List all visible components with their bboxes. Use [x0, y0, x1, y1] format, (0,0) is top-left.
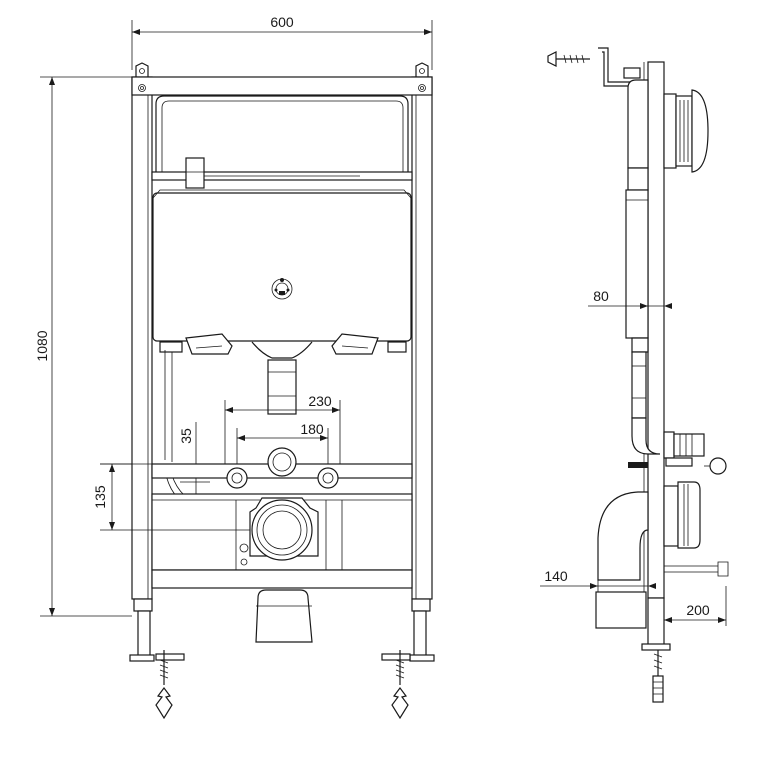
side-waste-connector: [628, 431, 727, 475]
flush-plate-icon: [663, 89, 709, 173]
outlet-height-dimension: 135: [92, 463, 270, 531]
side-view: 80: [540, 47, 729, 703]
leg-right: [409, 598, 435, 662]
anchor-bolt-icon: [381, 650, 411, 720]
outlet-bend: [239, 497, 319, 566]
supply-hose: [164, 350, 237, 523]
anchor-bolt-icon: [155, 650, 185, 720]
height-label: 1080: [34, 330, 50, 361]
width-label: 600: [270, 14, 294, 30]
pan-connector: [255, 589, 313, 643]
waste-inlet-fitting: [267, 447, 297, 477]
waste-height-dimension: 200: [664, 586, 727, 626]
waste-height-label: 200: [686, 602, 710, 618]
cistern-logo-icon: [271, 278, 293, 300]
bottom-rail: [151, 569, 413, 589]
inlet-offset-dimension: 35: [178, 422, 210, 495]
mount-stud-right: [317, 467, 339, 489]
side-flush-pipe: [631, 351, 661, 455]
inlet-offset-label: 35: [178, 428, 194, 444]
bend-depth-dimension: 140: [540, 568, 656, 592]
outlet-spacing-label: 230: [308, 393, 332, 409]
side-pan-bend: [597, 481, 701, 581]
inlet-valve-left: [159, 341, 183, 353]
top-bracket-right: [415, 62, 429, 77]
inlet-spacing-label: 180: [300, 421, 324, 437]
width-dimension: 600: [131, 14, 433, 70]
inlet-spacing-dimension: 180: [236, 421, 329, 470]
side-bend-support: [595, 591, 647, 629]
left-upright: [131, 76, 153, 600]
mount-stud-left: [226, 467, 248, 489]
right-upright: [411, 76, 433, 600]
front-view: 600 1080: [34, 14, 435, 720]
cistern-depth-label: 80: [593, 288, 609, 304]
cistern-foot-right: [331, 333, 379, 355]
side-supply-hose: [664, 561, 729, 577]
side-leg: [641, 597, 671, 703]
cistern-foot-left: [185, 333, 233, 355]
top-bracket-left: [135, 62, 149, 77]
cistern-body: [152, 189, 412, 359]
outlet-height-label: 135: [92, 485, 108, 509]
flush-pipe: [267, 359, 297, 415]
cistern-depth-dimension: 80: [588, 288, 672, 309]
side-frame-upright: [647, 61, 665, 599]
cistern-cage: [151, 95, 413, 189]
height-dimension: 1080: [34, 76, 132, 617]
leg-left: [129, 598, 155, 662]
side-cistern: [625, 79, 649, 353]
top-rail: [131, 76, 433, 96]
cistern-clip: [185, 157, 205, 189]
outlet-spacing-dimension: 230: [224, 393, 341, 470]
bend-depth-label: 140: [544, 568, 568, 584]
wall-bracket-icon: [547, 47, 641, 87]
inlet-valve-right: [387, 341, 407, 353]
